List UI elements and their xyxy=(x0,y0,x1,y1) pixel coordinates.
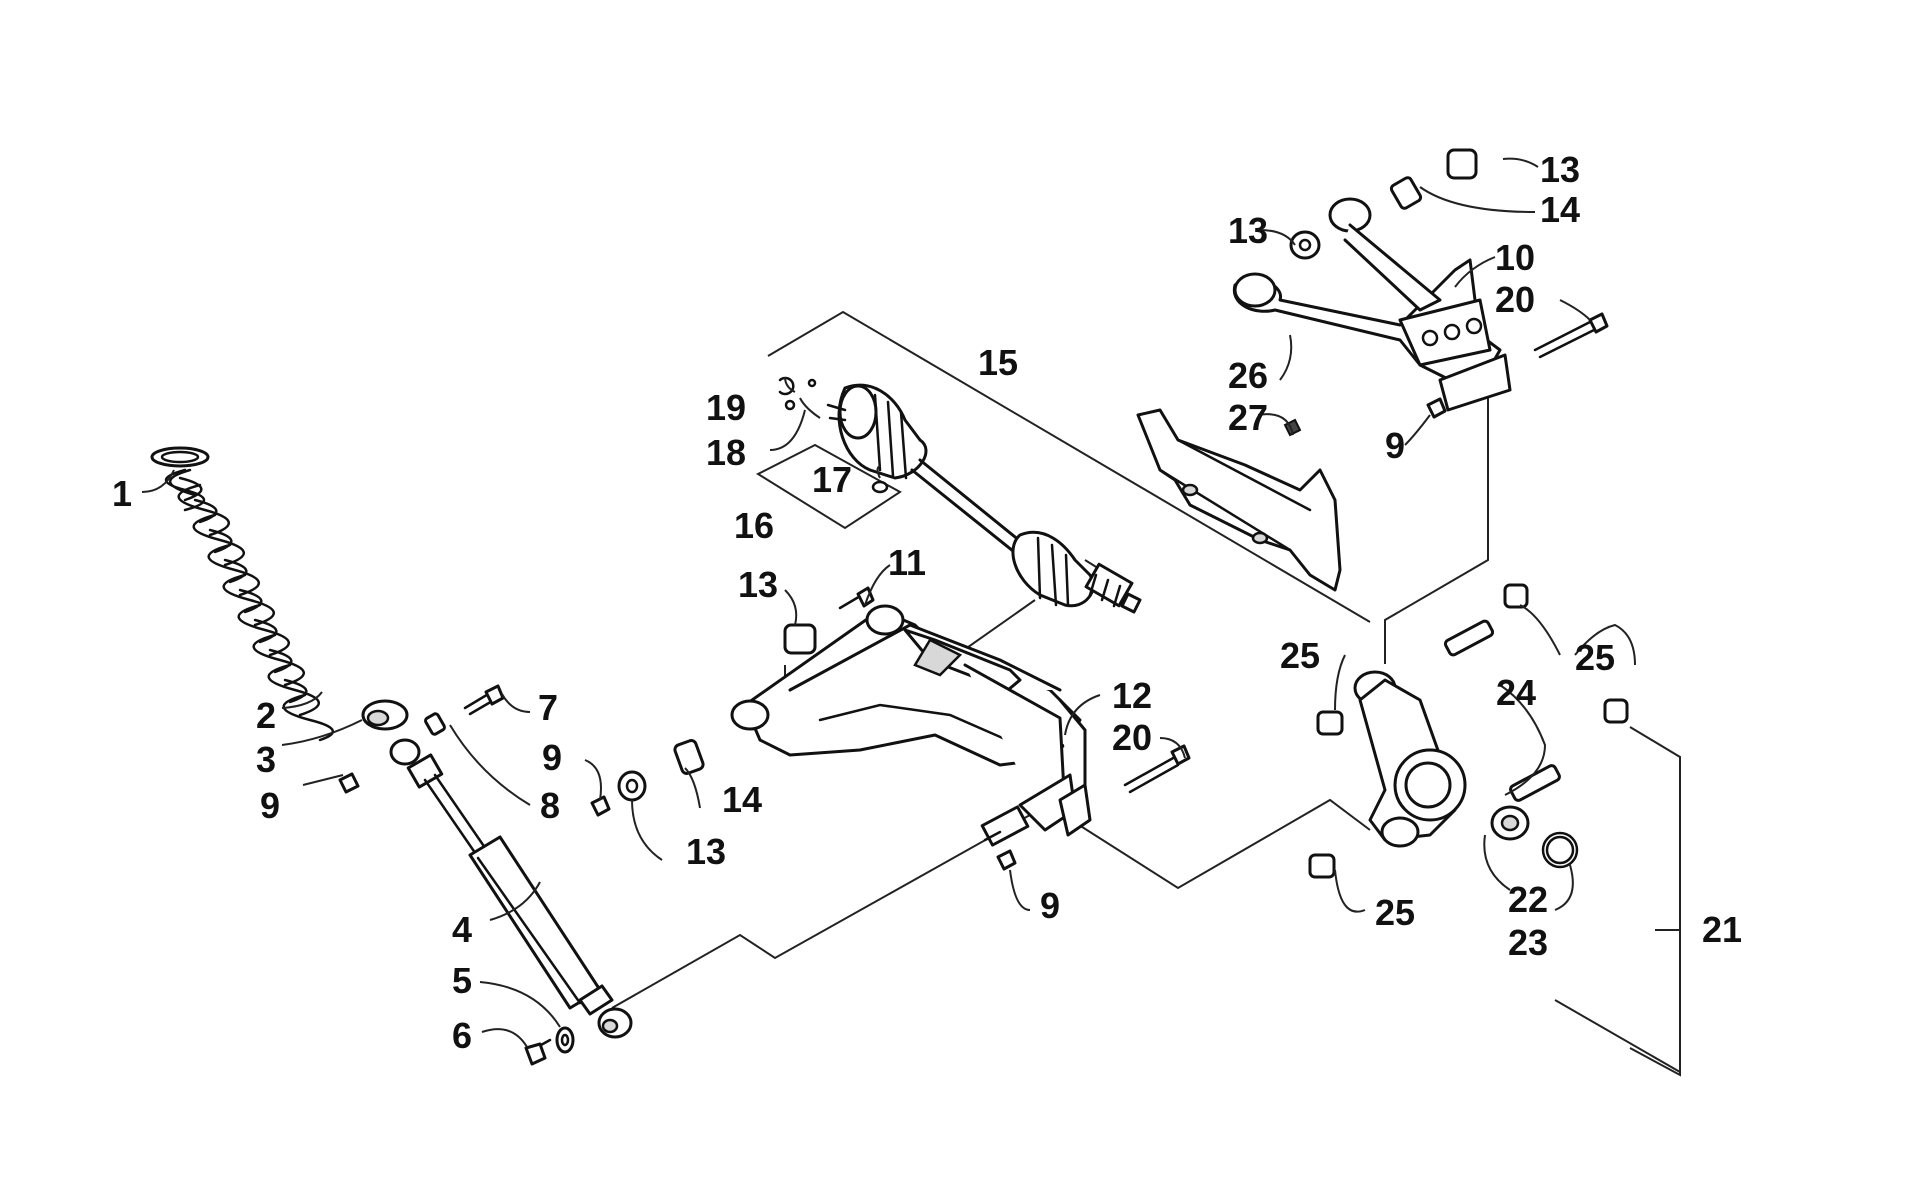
shock-upper-hardware xyxy=(338,684,505,794)
snap-ring-23 xyxy=(1541,831,1579,869)
knuckle-21 xyxy=(1353,670,1579,869)
nut-9-lower xyxy=(996,849,1017,871)
callout-9-shock: 9 xyxy=(260,785,280,826)
callout-21: 21 xyxy=(1702,909,1742,950)
callout-10: 10 xyxy=(1495,237,1535,278)
callout-14-top: 14 xyxy=(1540,189,1580,230)
washer-5 xyxy=(555,1026,575,1054)
bushing-25-c xyxy=(1603,698,1629,724)
arm-hardware xyxy=(590,586,1191,871)
callout-4: 4 xyxy=(452,909,472,950)
nut-9-top xyxy=(1426,397,1447,419)
ring-17 xyxy=(871,480,889,494)
knuckle-hardware xyxy=(1308,583,1629,879)
callout-9-lower: 9 xyxy=(1040,885,1060,926)
callout-27: 27 xyxy=(1228,397,1268,438)
callout-labels: 1 2 3 4 5 6 7 8 9 9 9 9 10 11 12 13 13 1… xyxy=(112,149,1742,1056)
coil-spring-assembly xyxy=(150,446,409,742)
leader-lines xyxy=(141,157,1680,1048)
bushing-25-d xyxy=(1308,853,1336,879)
axle-group-line xyxy=(767,310,1371,623)
callout-20-arm: 20 xyxy=(1112,717,1152,758)
bracket-21-bottom xyxy=(1554,999,1681,1073)
callout-25-a: 25 xyxy=(1280,635,1320,676)
callout-23: 23 xyxy=(1508,922,1548,963)
knuckle-lower-line xyxy=(1067,798,1371,890)
spring-retainer-1 xyxy=(150,446,210,468)
shock-lower-line xyxy=(611,814,1031,1009)
bracket-21-line xyxy=(1629,726,1681,1077)
callout-16: 16 xyxy=(734,505,774,546)
callout-7: 7 xyxy=(538,687,558,728)
bushing-13-lower xyxy=(617,770,647,802)
nut-9-shock xyxy=(338,772,360,794)
callout-5: 5 xyxy=(452,960,472,1001)
callout-20-top: 20 xyxy=(1495,279,1535,320)
heat-shield-27 xyxy=(1136,408,1342,592)
coil-spring-2 xyxy=(164,468,334,742)
callout-13-left: 13 xyxy=(1228,210,1268,251)
pin-24-b xyxy=(1509,764,1561,802)
knuckle-upper-line xyxy=(1384,392,1489,664)
bushing-13-left xyxy=(1289,230,1321,260)
bushing-13-arm xyxy=(783,623,817,655)
callout-14-arm: 14 xyxy=(722,779,762,820)
callout-15: 15 xyxy=(978,342,1018,383)
bushing-13-top xyxy=(1446,148,1478,180)
callout-9-top: 9 xyxy=(1385,425,1405,466)
callout-25-b: 25 xyxy=(1575,637,1615,678)
callout-13-lower: 13 xyxy=(686,831,726,872)
lower-a-arm-12 xyxy=(730,604,1092,847)
callout-9-arm: 9 xyxy=(542,737,562,778)
callout-19: 19 xyxy=(706,387,746,428)
bolt-7 xyxy=(484,684,505,706)
callout-1: 1 xyxy=(112,473,132,514)
sleeve-14-arm xyxy=(673,739,705,775)
spacer-8 xyxy=(424,712,446,736)
upper-a-arm-10 xyxy=(1232,197,1512,412)
callout-24: 24 xyxy=(1496,672,1536,713)
callout-6: 6 xyxy=(452,1015,472,1056)
clip-18 xyxy=(807,378,817,388)
shock-lower-hardware xyxy=(524,1026,575,1066)
drive-axle-15 xyxy=(826,383,1142,614)
bolt-6 xyxy=(524,1042,547,1066)
callout-25-c: 25 xyxy=(1375,892,1415,933)
callout-11: 11 xyxy=(888,542,926,583)
callout-8: 8 xyxy=(540,785,560,826)
callout-22: 22 xyxy=(1508,879,1548,920)
callout-12: 12 xyxy=(1112,675,1152,716)
callout-18: 18 xyxy=(706,432,746,473)
pin-24-a xyxy=(1443,619,1495,657)
kit-16-box xyxy=(755,443,902,530)
callout-13-arm: 13 xyxy=(738,564,778,605)
shock-absorber-4 xyxy=(389,738,633,1039)
callout-26: 26 xyxy=(1228,355,1268,396)
callout-17: 17 xyxy=(812,459,852,500)
callout-13-top: 13 xyxy=(1540,149,1580,190)
bushing-25-a xyxy=(1316,710,1344,736)
sleeve-14-top xyxy=(1389,176,1423,210)
upper-arm-hardware xyxy=(1289,148,1609,419)
callout-2: 2 xyxy=(256,695,276,736)
bushing-25-b xyxy=(1503,583,1529,609)
callout-3: 3 xyxy=(256,739,276,780)
bolt-20-top xyxy=(1588,312,1609,334)
